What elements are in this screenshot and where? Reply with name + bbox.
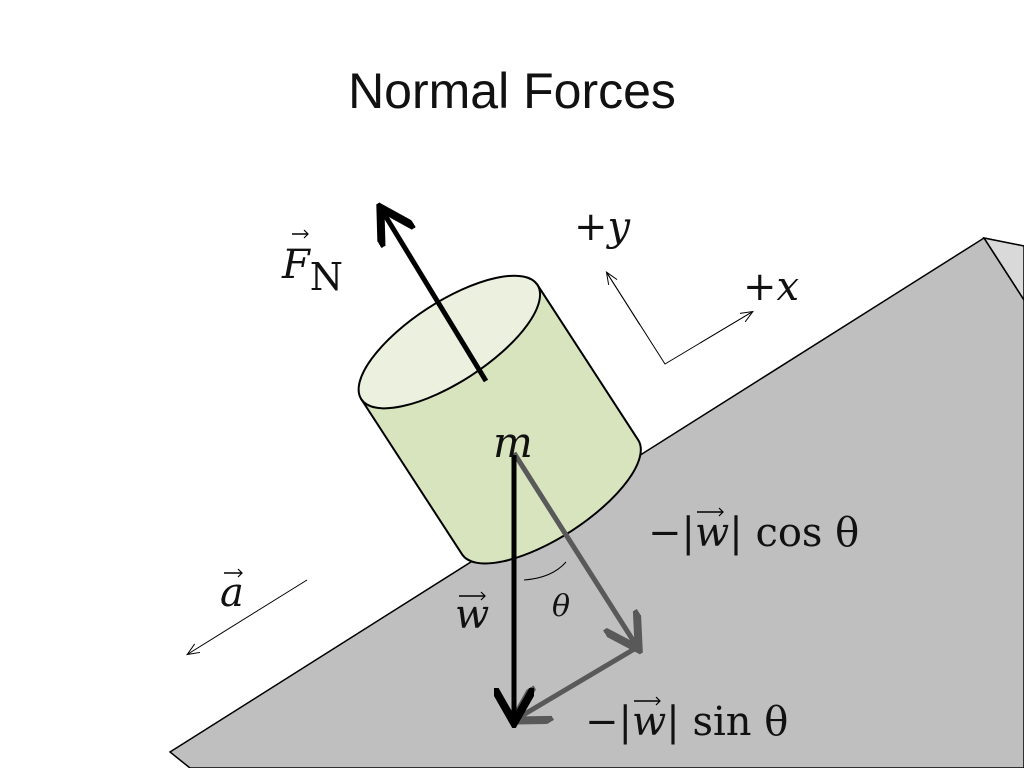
weight-cos-component-arrow [511, 451, 636, 645]
plus-y-label: +y [574, 204, 632, 250]
normal-force-arrow [383, 212, 489, 383]
mass-label: m [493, 418, 533, 467]
weight-sin-label: −|w| sin θ [585, 699, 788, 745]
weight-sin-component-arrow [518, 645, 638, 718]
acceleration-label: a [220, 570, 244, 616]
plus-x-label: +x [743, 264, 799, 310]
weight-cos-label: −|w| cos θ [648, 510, 859, 556]
angle-arc [523, 561, 567, 581]
coordinate-axes [607, 273, 752, 365]
acceleration-arrow [188, 579, 308, 654]
normal-force-label: FN [281, 242, 343, 299]
cylinder-mass [357, 274, 642, 565]
weight-label: w [455, 592, 489, 638]
angle-label: θ [552, 589, 570, 624]
page-title: Normal Forces [348, 63, 676, 119]
